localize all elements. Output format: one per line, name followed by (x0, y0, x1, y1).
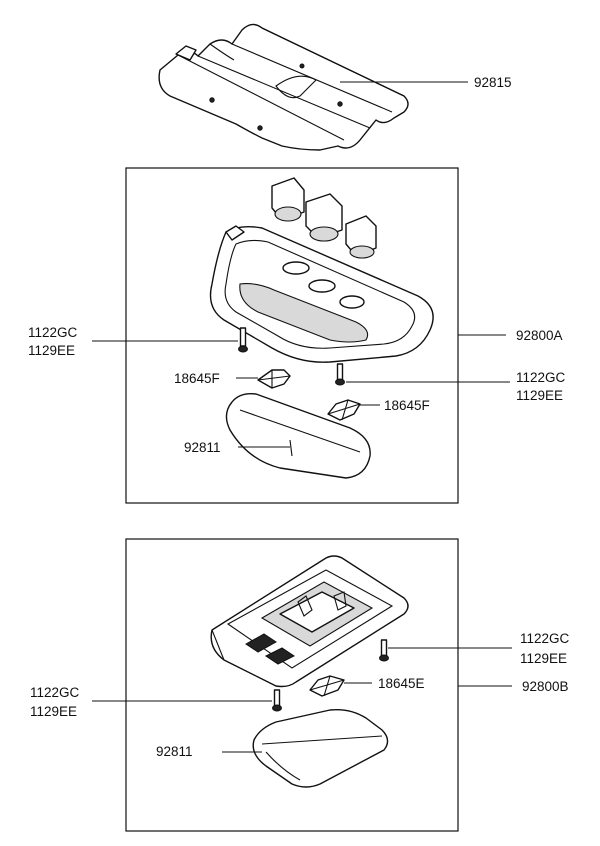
label-a-screw-left-1: 1122GC (28, 325, 78, 340)
label-b-screw-left-2: 1129EE (30, 704, 77, 719)
label-a-lens: 92811 (184, 440, 221, 455)
screw-a-right (335, 363, 345, 386)
lens-a (225, 392, 371, 479)
label-a-bulb-right: 18645F (384, 398, 430, 413)
label-a-screw-right-2: 1129EE (516, 388, 563, 403)
bulb-a-right (327, 399, 361, 421)
housing-92800B (210, 555, 409, 688)
lens-b (252, 708, 389, 788)
label-92800A: 92800A (516, 328, 563, 343)
screw-b-right (379, 639, 389, 662)
housing-92800A (209, 225, 434, 363)
bulb-a-left (257, 369, 291, 389)
label-a-screw-right-1: 1122GC (516, 370, 566, 385)
label-b-screw-left-1: 1122GC (30, 685, 80, 700)
screw-a-left (238, 327, 248, 353)
label-b-lens: 92811 (156, 744, 193, 759)
box-92800B (125, 538, 459, 832)
label-a-screw-left-2: 1129EE (28, 343, 75, 358)
label-a-bulb-left: 18645F (174, 371, 220, 386)
label-b-screw-right-2: 1129EE (520, 651, 567, 666)
label-b-bulb: 18645E (378, 676, 425, 691)
label-92800B: 92800B (522, 679, 569, 694)
cover-92815 (158, 23, 409, 151)
bulb-b (309, 675, 345, 697)
label-b-screw-right-1: 1122GC (520, 631, 570, 646)
label-92815: 92815 (474, 75, 512, 90)
switch-knobs-a (271, 177, 377, 259)
screw-b-left (272, 689, 282, 712)
